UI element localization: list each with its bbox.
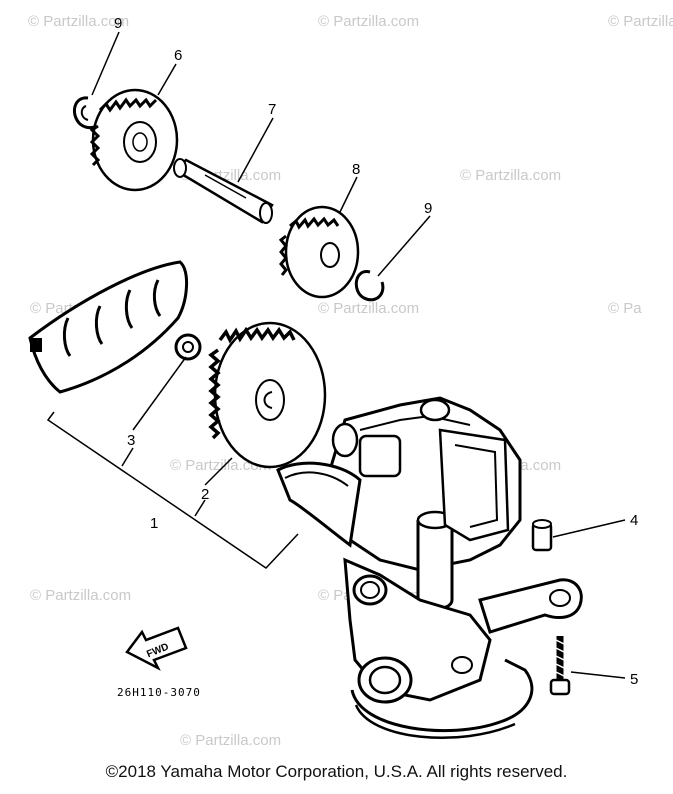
- watermark: © Partzilla.com: [460, 167, 561, 184]
- callout-5: 5: [630, 671, 638, 688]
- part-gear-6[interactable]: [89, 88, 179, 192]
- callout-9-right: 9: [424, 200, 432, 217]
- part-dowel-4[interactable]: [531, 519, 553, 552]
- fwd-arrow: FWD: [125, 626, 188, 671]
- part-gear-8[interactable]: [278, 205, 360, 299]
- watermark: © Partzilla.com: [318, 300, 419, 317]
- part-shaft-7[interactable]: [172, 158, 274, 224]
- watermark: © Partzilla.com: [30, 587, 131, 604]
- callout-9-upper: 9: [114, 15, 122, 32]
- part-cover-3[interactable]: [28, 260, 188, 394]
- callout-4: 4: [630, 512, 638, 529]
- watermark: © Partzilla.com: [180, 732, 281, 749]
- callout-2: 2: [201, 486, 209, 503]
- part-circlip-small[interactable]: [174, 333, 202, 361]
- watermark: © Partzilla.com: [608, 13, 673, 30]
- callout-labels: 9 6 7 8 9 3 2 1 4 5: [114, 15, 638, 688]
- copyright-notice: ©2018 Yamaha Motor Corporation, U.S.A. A…: [105, 762, 568, 781]
- watermark: © Partzilla.com: [318, 13, 419, 30]
- watermark: © Partzilla.com: [28, 13, 129, 30]
- part-circlip-right[interactable]: [354, 270, 385, 302]
- leader-lines: [46, 31, 626, 679]
- callout-6: 6: [174, 47, 182, 64]
- callout-7: 7: [268, 101, 276, 118]
- callout-8: 8: [352, 161, 360, 178]
- part-gear-2[interactable]: [208, 321, 327, 469]
- part-oil-pump-body[interactable]: [276, 396, 583, 739]
- diagram-code: 26H110-3070: [117, 686, 201, 699]
- part-bolt-5[interactable]: [549, 636, 571, 696]
- callout-3: 3: [127, 432, 135, 449]
- watermark: © Pa: [608, 300, 642, 317]
- callout-1: 1: [150, 515, 158, 532]
